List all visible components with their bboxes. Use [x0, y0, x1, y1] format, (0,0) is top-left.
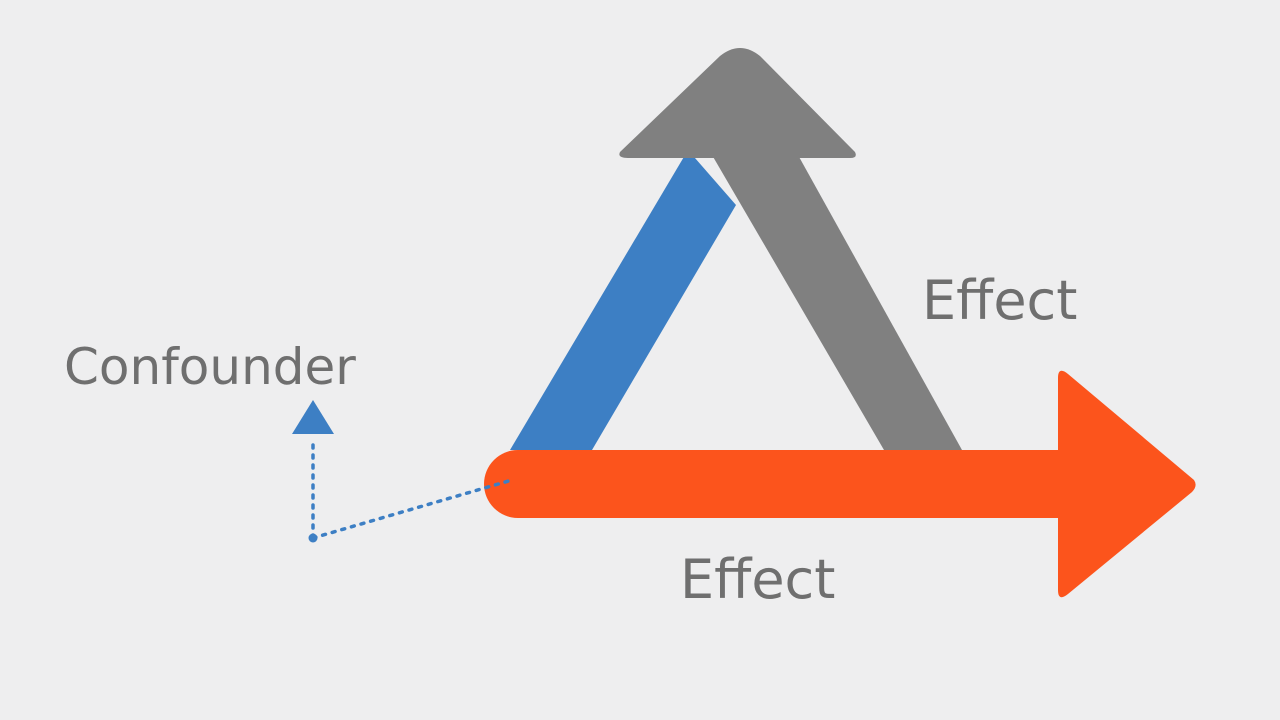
confounder-label: Confounder	[64, 338, 356, 396]
dotted-line-origin-dot	[308, 533, 318, 543]
gray-arrow-shaft	[712, 155, 962, 450]
effect-label-upper: Effect	[922, 269, 1078, 332]
blue-arrow-shaft	[510, 150, 736, 450]
orange-arrow-shaft	[484, 450, 1062, 518]
dotted-line-diagonal	[311, 478, 514, 540]
orange-arrow-head	[1058, 370, 1196, 598]
effect-label-lower: Effect	[680, 548, 836, 611]
small-up-triangle-icon	[292, 400, 334, 434]
gray-arrow-head	[619, 48, 856, 158]
